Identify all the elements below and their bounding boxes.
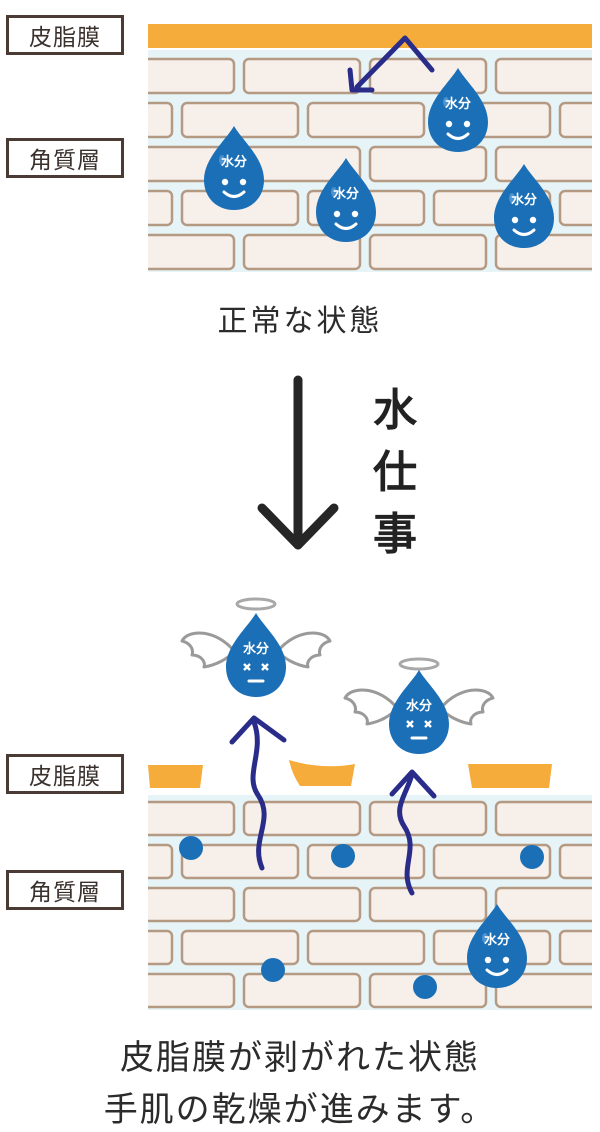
brick-cell — [148, 189, 174, 227]
brick-cell — [306, 101, 426, 139]
sebum-fragments-bottom — [148, 760, 552, 788]
brick-cell — [242, 886, 362, 923]
brick-cell — [148, 929, 174, 966]
small-water-dot — [179, 836, 544, 999]
brick-cell — [558, 189, 592, 227]
brick-cell — [558, 843, 592, 880]
brick-cell — [242, 233, 362, 271]
brick-cell — [148, 886, 236, 923]
brick-cell — [148, 233, 236, 271]
water-drop-icon: 水分 — [314, 156, 378, 244]
brick-cell — [558, 929, 592, 966]
water-drop-icon: 水分 — [202, 124, 266, 212]
caption-damaged-state: 皮脂膜が剥がれた状態 — [120, 1038, 480, 1078]
brick-cell — [494, 800, 592, 837]
water-drop-icon: 水分 — [465, 902, 529, 990]
brick-cell — [148, 57, 236, 95]
angel-drop-icon: 水分 — [343, 657, 495, 756]
brick-cell — [494, 972, 592, 1009]
label-stratum-bottom: 角質層 — [6, 870, 124, 910]
svg-text:水分: 水分 — [445, 96, 471, 112]
escape-arrow-icon — [229, 715, 287, 871]
svg-text:水分: 水分 — [406, 698, 432, 714]
brick-cell — [494, 57, 592, 95]
transition-label: 水 仕 事 — [373, 385, 417, 560]
brick-cell — [242, 57, 362, 95]
brick-cell — [148, 800, 236, 837]
bounce-arrow-icon — [347, 35, 435, 93]
svg-text:水分: 水分 — [484, 932, 510, 948]
brick-cell — [558, 101, 592, 139]
brick-cell — [148, 101, 174, 139]
label-sebum-bottom: 皮脂膜 — [6, 754, 124, 794]
angel-drop-icon: 水分 — [180, 597, 332, 699]
brick-cell — [368, 886, 488, 923]
brick-cell — [368, 233, 488, 271]
brick-cell — [242, 800, 362, 837]
brick-cell — [242, 972, 362, 1009]
water-drop-icon: 水分 — [492, 162, 556, 250]
svg-text:水分: 水分 — [511, 192, 537, 208]
brick-cell — [494, 886, 592, 923]
down-arrow-icon — [257, 375, 339, 550]
brick-cell — [148, 972, 236, 1009]
water-drop-icon: 水分 — [426, 66, 490, 154]
svg-text:水分: 水分 — [221, 154, 247, 170]
escape-arrow-icon — [389, 769, 437, 896]
brick-cell — [148, 843, 174, 880]
sebum-layer-top — [148, 24, 592, 48]
caption-dryness: 手肌の乾燥が進みます。 — [103, 1090, 497, 1130]
svg-text:水分: 水分 — [333, 186, 359, 202]
brick-cell — [494, 145, 592, 183]
brick-cell — [180, 843, 300, 880]
brick-cell — [306, 929, 426, 966]
brick-cell — [180, 929, 300, 966]
brick-cell — [368, 145, 488, 183]
label-stratum-top: 角質層 — [6, 138, 124, 178]
label-sebum-top: 皮脂膜 — [6, 15, 124, 55]
svg-text:水分: 水分 — [243, 641, 269, 657]
brick-cell — [368, 800, 488, 837]
caption-normal-state: 正常な状態 — [217, 304, 383, 339]
brick-cell — [180, 101, 300, 139]
